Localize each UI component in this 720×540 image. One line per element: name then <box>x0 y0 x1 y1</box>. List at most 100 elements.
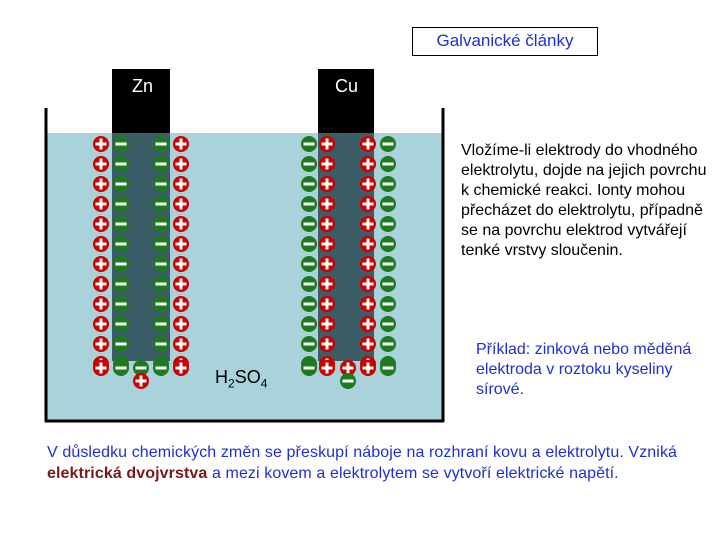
copper-label: Cu <box>335 76 359 96</box>
positive-ion-icon <box>93 236 109 252</box>
negative-ion-icon <box>380 136 396 152</box>
zinc-electrode-top <box>112 69 170 133</box>
negative-ion-icon <box>380 216 396 232</box>
ion-layer <box>93 136 396 389</box>
negative-ion-icon <box>301 216 317 232</box>
positive-ion-icon <box>319 236 335 252</box>
electrolyte-formula: H2SO4 <box>215 367 267 391</box>
negative-ion-icon <box>153 176 169 192</box>
negative-ion-icon <box>380 360 396 376</box>
positive-ion-icon <box>93 256 109 272</box>
positive-ion-icon <box>173 156 189 172</box>
negative-ion-icon <box>301 276 317 292</box>
negative-ion-icon <box>301 196 317 212</box>
positive-ion-icon <box>360 236 376 252</box>
negative-ion-icon <box>153 256 169 272</box>
negative-ion-icon <box>301 360 317 376</box>
positive-ion-icon <box>93 196 109 212</box>
conclusion-part1: V důsledku chemických změn se přeskupí n… <box>47 444 678 461</box>
negative-ion-icon <box>153 136 169 152</box>
positive-ion-icon <box>173 296 189 312</box>
negative-ion-icon <box>153 296 169 312</box>
negative-ion-icon <box>153 316 169 332</box>
positive-ion-icon <box>319 360 335 376</box>
positive-ion-icon <box>360 136 376 152</box>
negative-ion-icon <box>153 156 169 172</box>
negative-ion-icon <box>113 236 129 252</box>
positive-ion-icon <box>173 276 189 292</box>
negative-ion-icon <box>113 316 129 332</box>
positive-ion-icon <box>319 216 335 232</box>
title-box: Galvanické články <box>412 27 598 56</box>
negative-ion-icon <box>301 156 317 172</box>
page-title: Galvanické články <box>436 31 574 50</box>
positive-ion-icon <box>173 136 189 152</box>
negative-ion-icon <box>380 236 396 252</box>
negative-ion-icon <box>113 196 129 212</box>
positive-ion-icon <box>93 360 109 376</box>
positive-ion-icon <box>93 316 109 332</box>
positive-ion-icon <box>173 256 189 272</box>
positive-ion-icon <box>93 216 109 232</box>
positive-ion-icon <box>93 276 109 292</box>
positive-ion-icon <box>319 336 335 352</box>
negative-ion-icon <box>301 256 317 272</box>
negative-ion-icon <box>113 156 129 172</box>
formula-so: SO <box>234 367 261 387</box>
negative-ion-icon <box>153 360 169 376</box>
negative-ion-icon <box>153 216 169 232</box>
positive-ion-icon <box>319 196 335 212</box>
negative-ion-icon <box>113 256 129 272</box>
positive-ion-icon <box>319 256 335 272</box>
positive-ion-icon <box>360 256 376 272</box>
positive-ion-icon <box>173 176 189 192</box>
positive-ion-icon <box>133 373 149 389</box>
negative-ion-icon <box>113 296 129 312</box>
negative-ion-icon <box>380 296 396 312</box>
negative-ion-icon <box>301 236 317 252</box>
example-text: Příklad: zinková nebo měděná elektroda v… <box>476 341 692 398</box>
negative-ion-icon <box>153 196 169 212</box>
positive-ion-icon <box>360 156 376 172</box>
negative-ion-icon <box>380 256 396 272</box>
formula-h: H <box>215 367 228 387</box>
formula-sub-4: 4 <box>260 376 268 391</box>
positive-ion-icon <box>360 336 376 352</box>
negative-ion-icon <box>301 316 317 332</box>
negative-ion-icon <box>380 196 396 212</box>
positive-ion-icon <box>93 296 109 312</box>
negative-ion-icon <box>301 176 317 192</box>
positive-ion-icon <box>360 196 376 212</box>
negative-ion-icon <box>301 296 317 312</box>
negative-ion-icon <box>113 136 129 152</box>
formula-sub-2: 2 <box>228 376 235 391</box>
positive-ion-icon <box>93 136 109 152</box>
positive-ion-icon <box>173 216 189 232</box>
negative-ion-icon <box>153 236 169 252</box>
positive-ion-icon <box>360 276 376 292</box>
negative-ion-icon <box>380 276 396 292</box>
positive-ion-icon <box>93 156 109 172</box>
positive-ion-icon <box>173 196 189 212</box>
negative-ion-icon <box>113 276 129 292</box>
negative-ion-icon <box>301 336 317 352</box>
positive-ion-icon <box>319 136 335 152</box>
positive-ion-icon <box>360 296 376 312</box>
positive-ion-icon <box>340 360 356 376</box>
positive-ion-icon <box>319 316 335 332</box>
positive-ion-icon <box>319 176 335 192</box>
negative-ion-icon <box>340 373 356 389</box>
positive-ion-icon <box>93 336 109 352</box>
positive-ion-icon <box>173 360 189 376</box>
negative-ion-icon <box>113 360 129 376</box>
positive-ion-icon <box>360 360 376 376</box>
positive-ion-icon <box>360 176 376 192</box>
positive-ion-icon <box>360 216 376 232</box>
negative-ion-icon <box>113 176 129 192</box>
negative-ion-icon <box>301 136 317 152</box>
negative-ion-icon <box>133 360 149 376</box>
negative-ion-icon <box>380 156 396 172</box>
positive-ion-icon <box>319 156 335 172</box>
negative-ion-icon <box>380 336 396 352</box>
